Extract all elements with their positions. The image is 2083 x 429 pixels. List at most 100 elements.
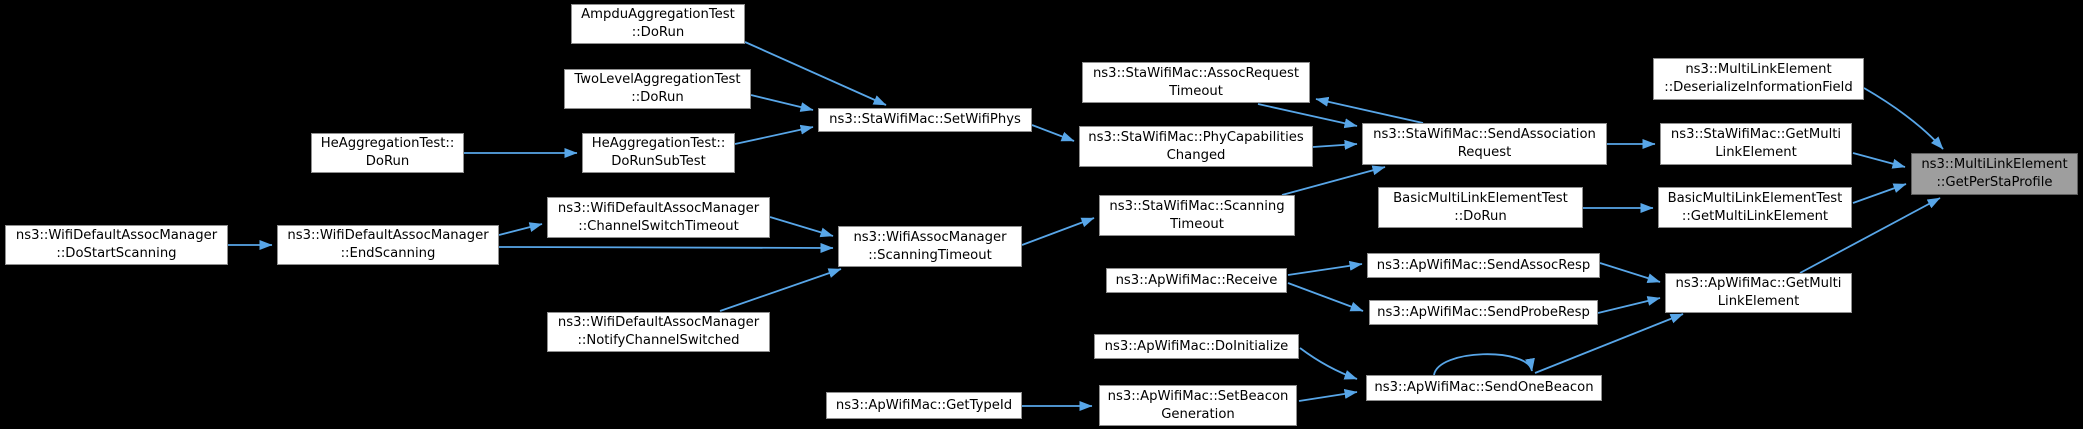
node-label: LinkElement: [1717, 294, 1800, 309]
edge-ap-wifi-mac-sendonebeacon--to--ap-wifi-mac-sendonebeacon: [1433, 353, 1535, 376]
node-label: ns3::ApWifiMac::SendAssocResp: [1376, 257, 1591, 273]
node-ampdu-aggregation-test-dorun[interactable]: AmpduAggregationTest::DoRun: [571, 4, 745, 44]
edge-basic-multi-link-element-test-getmultilinkelement--to--multi-link-element-getperstaprofile: [1852, 183, 1907, 204]
edge-wifi-default-assoc-manager-endscanning--to--wifi-default-assoc-manager-channelswitchtimeout: [498, 222, 543, 236]
node-label: Request: [1457, 145, 1512, 160]
node-label: ns3::WifiDefaultAssocManager: [15, 228, 218, 243]
node-label: ::NotifyChannelSwitched: [577, 333, 740, 348]
node-ap-wifi-mac-sendproberesp[interactable]: ns3::ApWifiMac::SendProbeResp: [1369, 300, 1598, 325]
node-wifi-default-assoc-manager-channelswitchtimeout[interactable]: ns3::WifiDefaultAssocManager::ChannelSwi…: [547, 197, 770, 238]
node-label: DoRunSubTest: [611, 154, 706, 169]
node-ap-wifi-mac-receive[interactable]: ns3::ApWifiMac::Receive: [1106, 268, 1287, 293]
edge-ap-wifi-mac-setbeacongeneration--to--ap-wifi-mac-sendonebeacon: [1298, 388, 1358, 402]
edge-sta-wifi-mac-scanningtimeout--to--sta-wifi-mac-sendassociationrequest: [1281, 165, 1386, 196]
node-two-level-aggregation-test-dorun[interactable]: TwoLevelAggregationTest::DoRun: [564, 69, 751, 109]
node-label: ns3::StaWifiMac::GetMulti: [1670, 127, 1842, 142]
node-label: ns3::WifiDefaultAssocManager: [287, 228, 489, 243]
node-label: ::DoRun: [631, 90, 684, 105]
node-label: Changed: [1166, 147, 1226, 163]
edge-ap-wifi-mac-sendassocresp--to--ap-wifi-mac-getmultilinkelement: [1599, 262, 1661, 283]
node-label: ns3::ApWifiMac::GetMulti: [1675, 276, 1842, 291]
node-label: Generation: [1161, 406, 1235, 422]
node-label: ns3::ApWifiMac::GetTypeId: [835, 397, 1013, 413]
node-wifi-default-assoc-manager-notifychannelswitched[interactable]: ns3::WifiDefaultAssocManager::NotifyChan…: [547, 312, 770, 352]
edge-wifi-default-assoc-manager-notifychannelswitched--to--wifi-assoc-manager-scanningtimeout: [719, 268, 842, 312]
node-label: HeAggregationTest::: [591, 136, 726, 151]
node-label: ::DoRun: [631, 25, 685, 40]
edge-sta-wifi-mac-sendassociationrequest--to--sta-wifi-mac-assocrequesttimeout: [1315, 96, 1424, 124]
node-label: AmpduAggregationTest: [581, 7, 735, 22]
edge-sta-wifi-mac-assocrequesttimeout--to--sta-wifi-mac-sendassociationrequest: [1257, 103, 1358, 129]
node-label: DoRun: [365, 154, 410, 169]
node-basic-multi-link-element-test-getmultilinkelement[interactable]: BasicMultiLinkElementTest::GetMultiLinkE…: [1658, 187, 1852, 228]
node-label: ns3::ApWifiMac::DoInitialize: [1104, 338, 1289, 354]
node-wifi-default-assoc-manager-endscanning[interactable]: ns3::WifiDefaultAssocManager::EndScannin…: [277, 225, 499, 265]
edge-sta-wifi-mac-phycapabilitieschanged--to--sta-wifi-mac-sendassociationrequest: [1312, 139, 1358, 150]
node-he-aggregation-test-dorunsubtest[interactable]: HeAggregationTest::DoRunSubTest: [582, 133, 735, 173]
node-multi-link-element-deserializeinformationfield[interactable]: ns3::MultiLinkElement::DeserializeInform…: [1653, 58, 1864, 100]
node-ap-wifi-mac-gettypeid[interactable]: ns3::ApWifiMac::GetTypeId: [826, 392, 1022, 419]
node-label: ::DoStartScanning: [56, 246, 177, 261]
edge-two-level-aggregation-test-dorun--to--sta-wifi-mac-setwifiphys: [750, 94, 814, 112]
node-label: LinkElement: [1715, 145, 1797, 160]
edge-wifi-default-assoc-manager-endscanning--to--wifi-assoc-manager-scanningtimeout: [498, 242, 834, 253]
node-wifi-assoc-manager-scanningtimeout[interactable]: ns3::WifiAssocManager::ScanningTimeout: [838, 226, 1022, 267]
node-label: ns3::ApWifiMac::SetBeacon: [1107, 388, 1289, 404]
node-label: Timeout: [1169, 83, 1223, 99]
node-label: ns3::WifiDefaultAssocManager: [557, 315, 760, 330]
node-label: HeAggregationTest::: [320, 136, 455, 151]
node-label: TwoLevelAggregationTest: [574, 72, 741, 87]
node-label: ::EndScanning: [340, 246, 436, 261]
node-label: ::GetPerStaProfile: [1936, 175, 2053, 190]
node-label: ns3::StaWifiMac::Scanning: [1109, 198, 1285, 214]
node-label: ns3::MultiLinkElement: [1685, 62, 1832, 77]
node-label: ::DoRun: [1454, 208, 1507, 224]
node-label: ::ScanningTimeout: [868, 247, 992, 263]
node-label: ::ChannelSwitchTimeout: [578, 218, 739, 234]
edge-ap-wifi-mac-sendproberesp--to--ap-wifi-mac-getmultilinkelement: [1597, 296, 1661, 314]
node-sta-wifi-mac-setwifiphys[interactable]: ns3::StaWifiMac::SetWifiPhys: [818, 108, 1032, 132]
node-label: ns3::WifiDefaultAssocManager: [557, 200, 760, 216]
edge-ampdu-aggregation-test-dorun--to--sta-wifi-mac-setwifiphys: [744, 41, 887, 106]
node-label: ns3::WifiAssocManager: [853, 229, 1007, 245]
edge-ap-wifi-mac-receive--to--ap-wifi-mac-sendproberesp: [1287, 282, 1364, 312]
edge-ap-wifi-mac-getmultilinkelement--to--multi-link-element-getperstaprofile: [1799, 197, 1941, 274]
node-label: BasicMultiLinkElementTest: [1393, 190, 1568, 206]
node-label: ns3::ApWifiMac::SendProbeResp: [1377, 304, 1590, 320]
node-multi-link-element-getperstaprofile[interactable]: ns3::MultiLinkElement::GetPerStaProfile: [1911, 153, 2078, 195]
node-label: ns3::StaWifiMac::SetWifiPhys: [829, 112, 1021, 127]
node-label: ns3::StaWifiMac::SendAssociation: [1373, 127, 1596, 142]
node-ap-wifi-mac-sendonebeacon[interactable]: ns3::ApWifiMac::SendOneBeacon: [1366, 375, 1602, 401]
edge-wifi-assoc-manager-scanningtimeout--to--sta-wifi-mac-scanningtimeout: [1021, 217, 1095, 246]
node-label: ns3::StaWifiMac::AssocRequest: [1092, 65, 1300, 81]
node-label: ::DeserializeInformationField: [1664, 80, 1853, 95]
node-label: ns3::ApWifiMac::SendOneBeacon: [1374, 380, 1594, 395]
node-ap-wifi-mac-sendassocresp[interactable]: ns3::ApWifiMac::SendAssocResp: [1367, 253, 1600, 278]
edge-sta-wifi-mac-getmultilinkelement--to--multi-link-element-getperstaprofile: [1852, 152, 1906, 169]
node-label: ns3::ApWifiMac::Receive: [1115, 272, 1278, 288]
edge-ap-wifi-mac-sendonebeacon--to--ap-wifi-mac-getmultilinkelement: [1534, 313, 1684, 374]
edge-multi-link-element-deserializeinformationfield--to--multi-link-element-getperstaprofile: [1863, 87, 1944, 150]
node-ap-wifi-mac-doinitialize[interactable]: ns3::ApWifiMac::DoInitialize: [1094, 334, 1299, 359]
node-label: ns3::StaWifiMac::PhyCapabilities: [1088, 129, 1304, 145]
edge-wifi-default-assoc-manager-channelswitchtimeout--to--wifi-assoc-manager-scanningtimeout: [769, 216, 834, 238]
node-he-aggregation-test-dorun[interactable]: HeAggregationTest::DoRun: [311, 133, 464, 173]
edge-ap-wifi-mac-doinitialize--to--ap-wifi-mac-sendonebeacon: [1299, 347, 1358, 380]
node-label: BasicMultiLinkElementTest: [1667, 190, 1843, 206]
edge-he-aggregation-test-dorunsubtest--to--sta-wifi-mac-setwifiphys: [734, 124, 814, 145]
edge-ap-wifi-mac-receive--to--ap-wifi-mac-sendassocresp: [1287, 260, 1363, 276]
edge-sta-wifi-mac-setwifiphys--to--sta-wifi-mac-phycapabilitieschanged: [1031, 124, 1075, 142]
node-wifi-default-assoc-manager-dostartscanning[interactable]: ns3::WifiDefaultAssocManager::DoStartSca…: [5, 225, 228, 265]
node-label: ::GetMultiLinkElement: [1681, 208, 1829, 224]
node-label: Timeout: [1170, 216, 1224, 232]
node-basic-multi-link-element-test-dorun[interactable]: BasicMultiLinkElementTest::DoRun: [1378, 187, 1583, 228]
